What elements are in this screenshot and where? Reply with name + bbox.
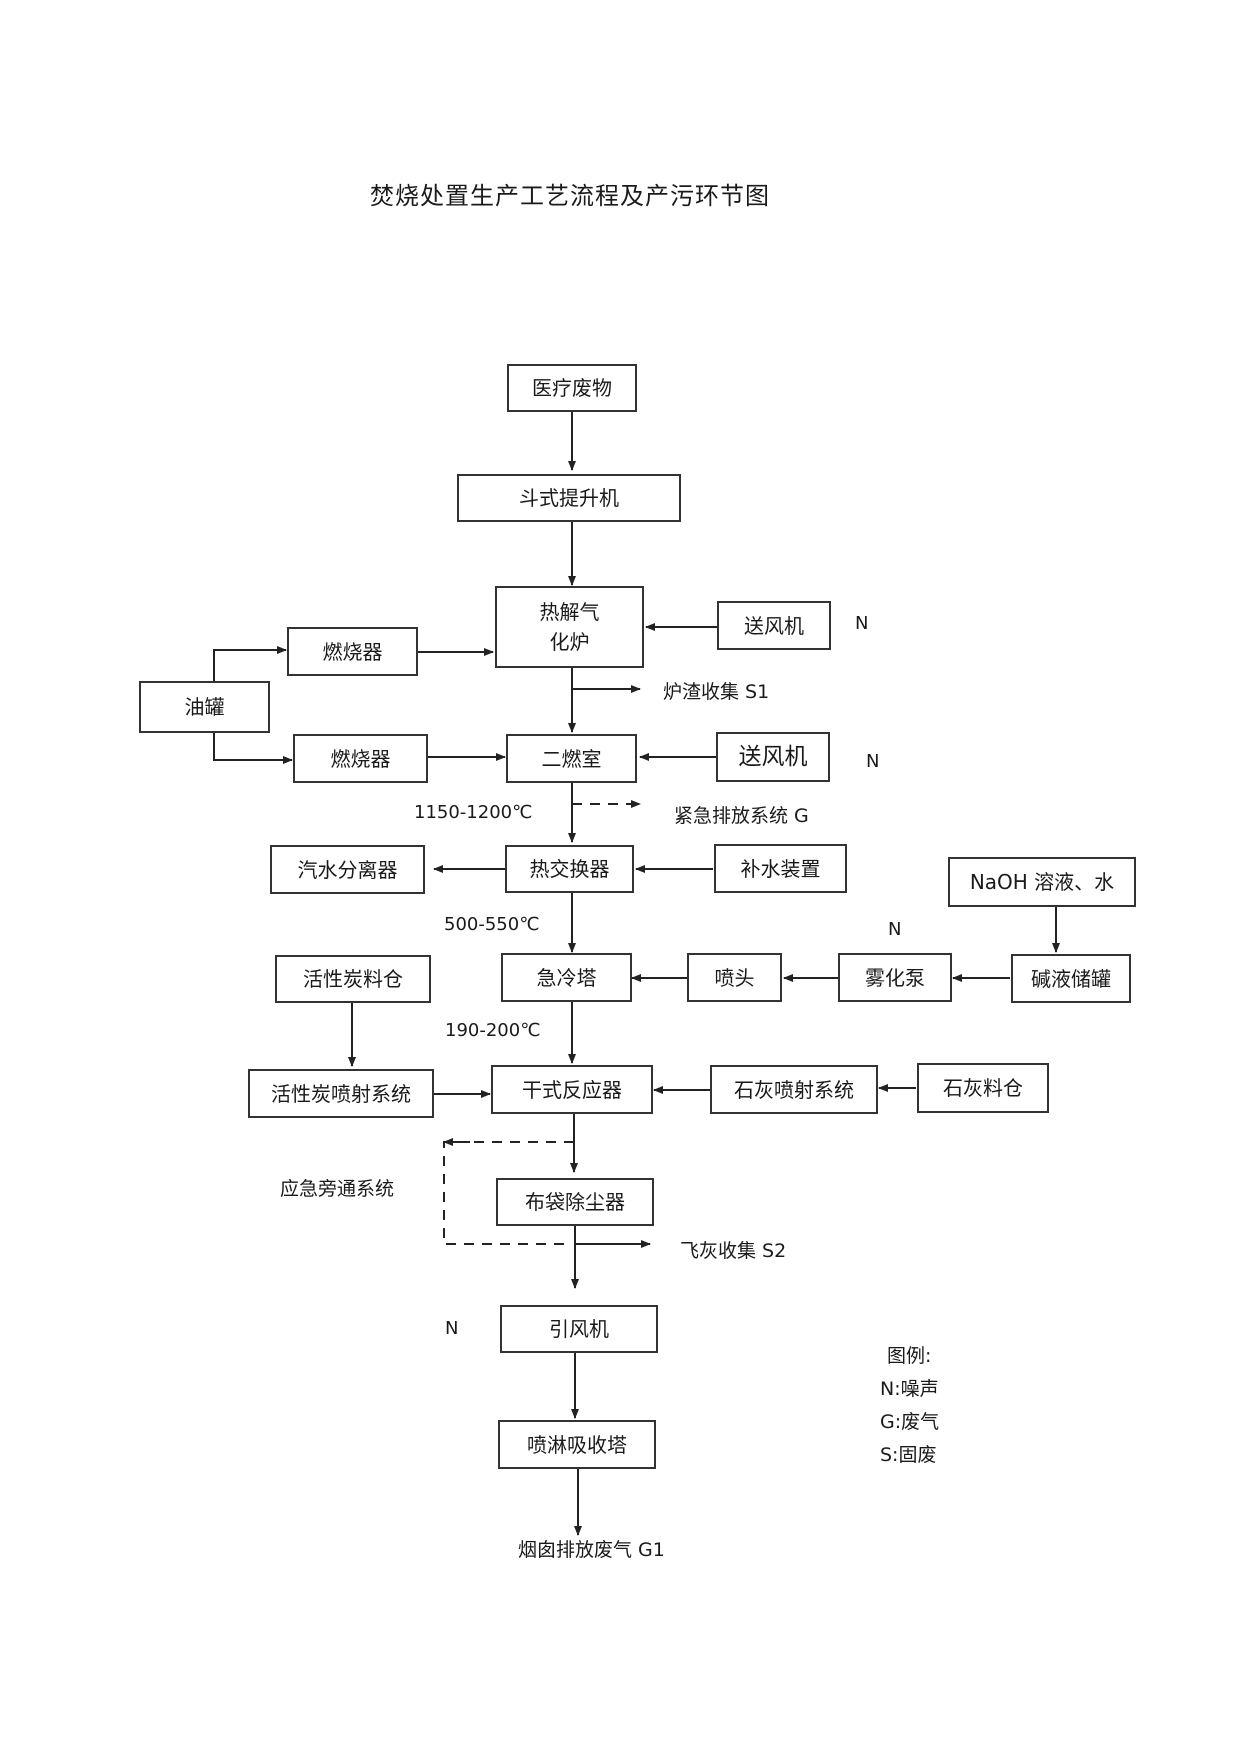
node-label: 喷头 [714,965,755,990]
node-label: 汽水分离器 [297,857,398,882]
legend-item-gas: G:废气 [880,1411,940,1433]
node-blower-bottom: 送风机 [716,732,830,782]
node-label: 石灰喷射系统 [734,1077,854,1102]
label-fly-ash-collection: 飞灰收集 S2 [680,1240,787,1262]
emergency-bypass-line [443,1141,574,1245]
diagram-title: 焚烧处置生产工艺流程及产污环节图 [370,182,770,210]
label-slag-collection: 炉渣收集 S1 [663,681,770,703]
label-temp-quench: 190-200℃ [445,1020,541,1041]
node-burner-top: 燃烧器 [287,627,418,676]
label-noise-fan: N [445,1318,459,1339]
node-oil-tank: 油罐 [139,681,270,733]
node-label: 斗式提升机 [519,486,619,510]
node-label: 石灰料仓 [943,1076,1023,1100]
node-label: 引风机 [549,1317,609,1341]
node-label: 活性炭料仓 [303,967,403,991]
node-burner-bottom: 燃烧器 [293,734,428,783]
node-atomizing-pump: 雾化泵 [838,953,952,1002]
node-spray-tower: 喷淋吸收塔 [498,1420,656,1469]
legend-item-solid: S:固废 [880,1444,937,1466]
node-label: 送风机 [744,613,804,638]
node-label-line2: 化炉 [549,630,590,654]
node-label: 活性炭喷射系统 [271,1081,411,1106]
label-noise-pump: N [888,919,902,940]
node-lime-injection: 石灰喷射系统 [710,1065,878,1114]
node-label: 燃烧器 [322,639,383,664]
node-nozzle: 喷头 [687,953,782,1002]
node-carbon-injection: 活性炭喷射系统 [248,1069,434,1118]
node-induced-fan: 引风机 [500,1305,658,1353]
node-label: 干式反应器 [522,1077,622,1102]
node-label: 喷淋吸收塔 [527,1432,627,1457]
node-dry-reactor: 干式反应器 [491,1065,653,1114]
node-label: 雾化泵 [865,965,925,990]
label-noise-blower-top: N [855,613,869,634]
node-label: 布袋除尘器 [525,1190,625,1214]
arrow-tank-to-burner-top [213,646,287,681]
node-water-supply: 补水装置 [714,844,847,893]
label-temp-exchanger: 500-550℃ [444,914,540,935]
arrow-tank-to-burner-bottom [213,733,293,764]
legend-item-noise: N:噪声 [880,1378,939,1400]
node-label-line1: 热解气 [539,600,600,624]
node-label: 医疗废物 [532,376,612,400]
node-label: 热交换器 [529,857,610,881]
label-emergency-release: 紧急排放系统 G [674,805,809,827]
node-lime-silo: 石灰料仓 [917,1063,1049,1113]
label-noise-blower-bottom: N [866,751,880,772]
node-naoh-solution: NaOH 溶液、水 [948,857,1136,907]
node-label: 碱液储罐 [1031,966,1111,991]
node-pyrolysis-furnace: 热解气 化炉 [495,586,644,668]
node-label: 二燃室 [541,746,602,771]
label-temp-secondary: 1150-1200℃ [414,802,533,823]
node-label: 补水装置 [740,856,821,881]
label-emergency-bypass: 应急旁通系统 [280,1178,395,1200]
node-label: 急冷塔 [536,965,597,990]
node-label: 油罐 [184,695,225,719]
node-blower-top: 送风机 [717,601,831,650]
node-steam-separator: 汽水分离器 [270,845,425,894]
node-quench-tower: 急冷塔 [501,953,632,1002]
node-medical-waste: 医疗废物 [507,364,637,412]
node-label: NaOH 溶液、水 [969,870,1115,894]
node-heat-exchanger: 热交换器 [505,845,634,893]
node-label: 燃烧器 [330,746,391,771]
node-secondary-chamber: 二燃室 [506,734,637,783]
legend-title: 图例: [887,1345,932,1367]
label-stack-emission: 烟囱排放废气 G1 [518,1539,665,1561]
node-carbon-silo: 活性炭料仓 [275,955,431,1003]
node-label: 送风机 [738,744,808,770]
node-bag-filter: 布袋除尘器 [496,1178,654,1226]
node-bucket-elevator: 斗式提升机 [457,474,681,522]
node-alkali-tank: 碱液储罐 [1011,954,1131,1003]
